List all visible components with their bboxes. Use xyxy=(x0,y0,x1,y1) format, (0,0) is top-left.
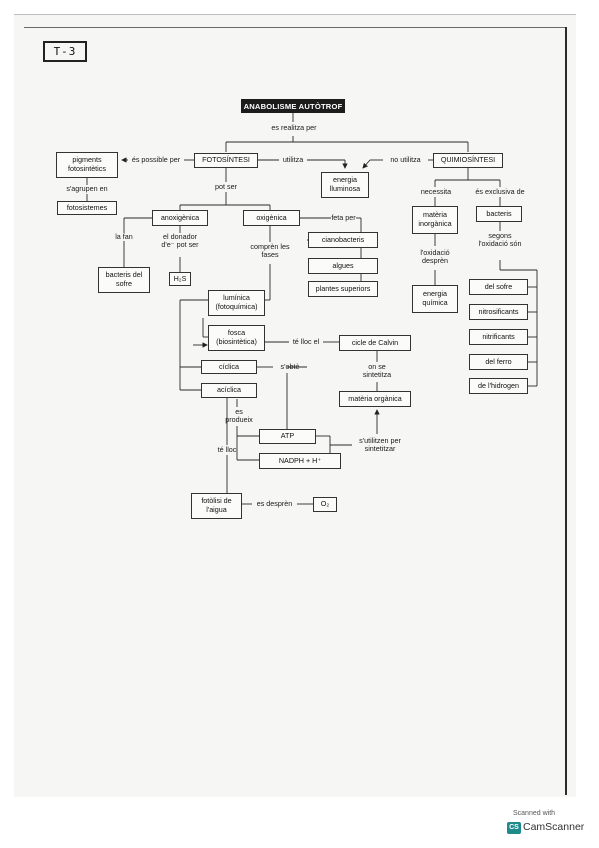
node-quimiosintesi: QUIMIOSÍNTESI xyxy=(433,153,503,168)
camscanner-badge: Scanned with CS CamScanner xyxy=(505,810,585,842)
node-del-ferro: del ferro xyxy=(469,354,528,370)
page-tag: T-3 xyxy=(43,41,87,62)
node-aciclica: acíclica xyxy=(201,383,257,398)
node-plantes-superiors: plantes superiors xyxy=(308,281,378,297)
node-o2: O₂ xyxy=(313,497,337,512)
label-es-produeix: es produeix xyxy=(225,407,253,425)
node-oxigenica: oxigènica xyxy=(243,210,300,226)
label-on-se-sintetitza: on se sintetitza xyxy=(362,362,392,380)
node-cicle-calvin: cicle de Calvin xyxy=(339,335,411,351)
label-segons-loxidacio: segons l'oxidació són xyxy=(478,231,522,249)
scanned-with-text: Scanned with xyxy=(513,810,556,817)
node-fotosistemes: fotosistemes xyxy=(57,201,117,215)
label-pot-ser: pot ser xyxy=(215,182,237,191)
node-nitrificants: nitrificants xyxy=(469,329,528,345)
node-h2s: H₂S xyxy=(169,272,191,286)
node-anoxigenica: anoxigènica xyxy=(152,210,208,226)
camscanner-name: CamScanner xyxy=(523,821,585,833)
label-utilitza: utilitza xyxy=(282,155,304,164)
page-right-edge xyxy=(565,27,567,795)
camscanner-logo-icon: CS xyxy=(507,822,521,834)
node-energia-lluminosa: energia lluminosa xyxy=(321,172,369,198)
page-top-edge xyxy=(24,27,566,28)
label-la-fan: la fan xyxy=(115,232,133,241)
node-algues: algues xyxy=(308,258,378,274)
label-es-despren: es desprèn xyxy=(256,499,293,508)
label-loxidacio-despren: l'oxidació desprèn xyxy=(420,248,450,266)
node-energia-quimica: energia química xyxy=(412,285,458,313)
label-sutilitzen: s'utilitzen per sintetitzar xyxy=(359,436,401,454)
label-es-realitza-per: es realitza per xyxy=(271,123,317,132)
label-es-exclusiva-de: és exclusiva de xyxy=(475,187,525,196)
node-del-sofre: del sofre xyxy=(469,279,528,295)
node-ciclica: cíclica xyxy=(201,360,257,374)
node-luminica: lumínica (fotoquímica) xyxy=(208,290,265,316)
label-feta-per: feta per xyxy=(331,213,356,222)
label-te-lloc: té lloc xyxy=(217,445,237,454)
node-materia-inorganica: matèria inorgànica xyxy=(412,206,458,234)
node-cianobacteris: cianobacteris xyxy=(308,232,378,248)
node-atp: ATP xyxy=(259,429,316,444)
label-necessita: necessita xyxy=(420,187,452,196)
paper-sheet xyxy=(14,14,576,797)
label-sobte: s'obtè xyxy=(280,362,300,371)
label-el-donador: el donador d'e⁻ pot ser xyxy=(161,232,199,250)
node-fotosintesi: FOTOSÍNTESI xyxy=(194,153,258,168)
node-fotolisi: fotòlisi de l'aigua xyxy=(191,493,242,519)
label-no-utilitza: no utilitza xyxy=(390,155,421,164)
node-bacteris: bacteris xyxy=(476,206,522,222)
label-compren-les-fases: comprèn les fases xyxy=(250,242,290,260)
node-pigments: pigments fotosintètics xyxy=(56,152,118,178)
label-te-lloc-el: té lloc el xyxy=(292,337,320,346)
label-sagrupen-en: s'agrupen en xyxy=(66,184,108,193)
node-fosca: fosca (biosintètica) xyxy=(208,325,265,351)
node-bacteris-sofre: bacteris del sofre xyxy=(98,267,150,293)
diagram-title: ANABOLISME AUTÒTROF xyxy=(241,99,345,113)
node-materia-organica: matèria orgànica xyxy=(339,391,411,407)
node-de-lhidrogen: de l'hidrogen xyxy=(469,378,528,394)
node-nadph: NADPH + H⁺ xyxy=(259,453,341,469)
node-nitrosificants: nitrosificants xyxy=(469,304,528,320)
label-es-possible-per: és possible per xyxy=(131,155,181,164)
